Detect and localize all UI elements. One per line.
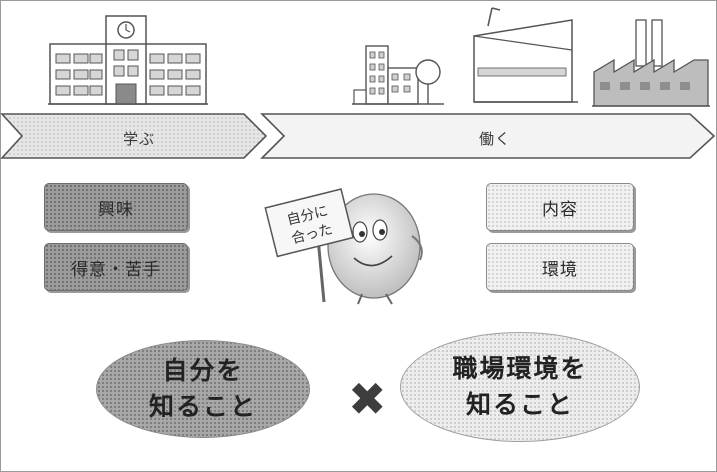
know-yourself-line1: 自分を	[162, 356, 244, 385]
know-workplace-line2: 知ること	[465, 390, 574, 419]
learn-arrow	[0, 113, 268, 159]
environment-box: 環境	[486, 243, 634, 291]
learn-label: 学ぶ	[122, 130, 155, 148]
know-workplace-line1: 職場環境を	[452, 354, 588, 383]
mascot-character: 自分に 合った	[264, 188, 423, 305]
factory-icon	[473, 7, 578, 103]
industrial-plant-icon	[592, 19, 710, 107]
school-building-icon	[48, 15, 208, 105]
strengths-weaknesses-box: 得意・苦手	[44, 243, 188, 291]
know-yourself-line2: 知ること	[148, 392, 257, 421]
office-town-icon	[352, 45, 444, 105]
work-label: 働く	[478, 130, 511, 148]
know-yourself-ellipse: 自分を 知ること	[96, 340, 310, 438]
timeline-arrow-band	[0, 113, 716, 159]
work-arrow	[260, 113, 716, 159]
multiply-icon: ✖	[348, 372, 387, 426]
job-content-box: 内容	[486, 183, 634, 231]
interest-box: 興味	[44, 183, 188, 231]
know-workplace-ellipse: 職場環境を 知ること	[400, 332, 640, 442]
